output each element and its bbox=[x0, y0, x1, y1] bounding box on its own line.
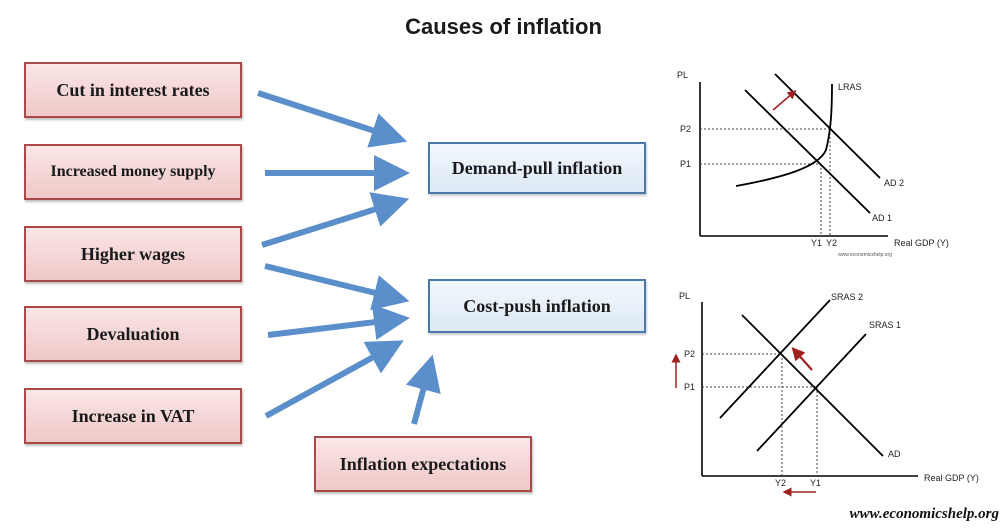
arrow-vat-to-costpush bbox=[264, 340, 404, 419]
effect-label: Demand-pull inflation bbox=[451, 157, 623, 178]
graph2-sras2-line bbox=[719, 299, 831, 419]
graph2-p1-label: P1 bbox=[684, 382, 695, 392]
graph2-y2-label: Y2 bbox=[775, 478, 786, 488]
graph1-x-axis-label: Real GDP (Y) bbox=[894, 238, 949, 248]
graph1-p2-label: P2 bbox=[680, 124, 691, 134]
graph1-lras-curve bbox=[735, 83, 833, 187]
cause-label: Increased money supply bbox=[50, 163, 216, 180]
source-footer: www.economicshelp.org bbox=[849, 506, 999, 522]
arrow-wages-to-demand bbox=[261, 192, 410, 248]
cause-increase-in-vat: Increase in VAT bbox=[24, 388, 242, 444]
cause-cut-interest-rates: Cut in interest rates bbox=[24, 62, 242, 118]
graph1-ad2-label: AD 2 bbox=[884, 178, 904, 188]
effect-demand-pull-inflation: Demand-pull inflation bbox=[428, 142, 646, 194]
graph2-ad-label: AD bbox=[888, 449, 901, 459]
graph2-y1-label: Y1 bbox=[810, 478, 821, 488]
cause-label: Devaluation bbox=[86, 323, 180, 344]
arrow-devaluation-to-costpush bbox=[267, 304, 410, 341]
cause-higher-wages: Higher wages bbox=[24, 226, 242, 282]
graph1-ad1-label: AD 1 bbox=[872, 213, 892, 223]
cause-increased-money-supply: Increased money supply bbox=[24, 144, 242, 200]
graph2-x-axis-label: Real GDP (Y) bbox=[924, 473, 979, 483]
graph1-y1-label: Y1 bbox=[811, 238, 822, 248]
effect-cost-push-inflation: Cost-push inflation bbox=[428, 279, 646, 333]
cause-label: Inflation expectations bbox=[339, 453, 507, 474]
graph1-p1-label: P1 bbox=[680, 159, 691, 169]
arrow-interest-to-demand bbox=[257, 90, 408, 148]
cause-label: Cut in interest rates bbox=[56, 79, 210, 100]
graph2-y-axis-label: PL bbox=[679, 291, 690, 301]
cause-devaluation: Devaluation bbox=[24, 306, 242, 362]
graph2-shift-arrow bbox=[791, 347, 813, 371]
graph2-ad-line bbox=[741, 314, 884, 457]
graph1-lras-label: LRAS bbox=[838, 82, 862, 92]
graph1-ad1-line bbox=[744, 89, 871, 214]
graph1-shift-arrow bbox=[772, 90, 797, 111]
graph2-sras1-label: SRAS 1 bbox=[869, 320, 901, 330]
cause-label: Increase in VAT bbox=[71, 405, 195, 426]
graph2-sras1-line bbox=[756, 333, 867, 452]
graph1-watermark: www.economicshelp.org bbox=[838, 252, 892, 258]
graph2-p2-label: P2 bbox=[684, 349, 695, 359]
graph2-sras2-label: SRAS 2 bbox=[831, 292, 863, 302]
arrow-expectations-to-costpush bbox=[405, 354, 441, 425]
cause-label: Higher wages bbox=[80, 243, 186, 264]
graph1-y-axis-label: PL bbox=[677, 70, 688, 80]
effect-label: Cost-push inflation bbox=[463, 295, 611, 316]
cause-inflation-expectations: Inflation expectations bbox=[314, 436, 532, 492]
graph1-y2-label: Y2 bbox=[826, 238, 837, 248]
arrow-wages-to-costpush bbox=[264, 263, 410, 311]
page-title: Causes of inflation bbox=[405, 14, 602, 39]
